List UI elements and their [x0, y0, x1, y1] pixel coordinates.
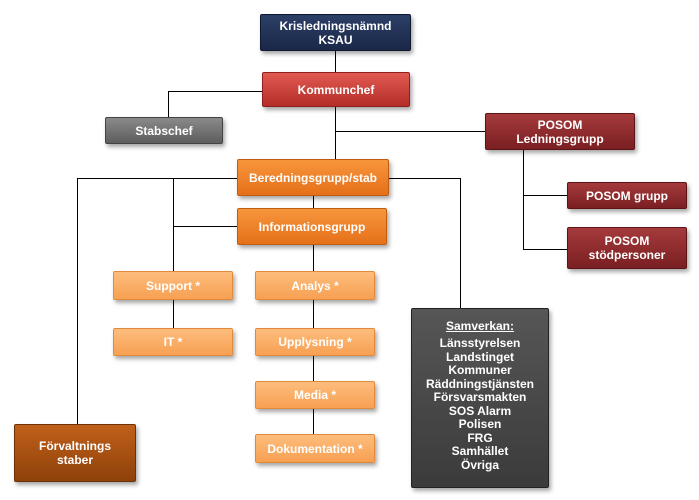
node-stabschef: Stabschef: [105, 117, 223, 144]
node-posom-stodpersoner-line2: stödpersoner: [588, 248, 666, 262]
node-posom-grupp: POSOM grupp: [567, 182, 687, 209]
connector-posom-ledning: [335, 131, 485, 132]
node-dokumentation-label: Dokumentation *: [267, 441, 363, 456]
node-upplysning-label: Upplysning *: [278, 335, 352, 349]
node-forvaltningsstaber: Förvaltnings staber: [14, 424, 136, 482]
node-dokumentation: Dokumentation *: [255, 434, 375, 463]
samverkan-item: Samhället: [451, 444, 509, 458]
node-media: Media *: [255, 381, 375, 409]
connector-forvaltning-vertical: [77, 178, 78, 424]
samverkan-title: Samverkan:: [445, 319, 515, 333]
node-stabschef-label: Stabschef: [135, 123, 193, 138]
node-kommunchef-label: Kommunchef: [297, 82, 375, 97]
node-posom-grupp-label: POSOM grupp: [586, 188, 668, 203]
node-support-label: Support *: [146, 278, 200, 293]
samverkan-item: Försvarsmakten: [433, 390, 527, 404]
samverkan-item: SOS Alarm: [448, 403, 512, 418]
connector-posom-stod: [523, 249, 567, 250]
connector-beredning-left: [77, 178, 237, 179]
samverkan-item: Länsstyrelsen: [439, 336, 521, 350]
node-support: Support *: [113, 271, 233, 300]
node-analys: Analys *: [255, 271, 375, 300]
node-forvaltningsstaber-line1: Förvaltnings: [38, 439, 111, 453]
connector-beredning-information: [313, 196, 314, 208]
samverkan-item: Kommuner: [448, 363, 512, 377]
node-forvaltningsstaber-line2: staber: [56, 453, 94, 467]
node-it: IT *: [113, 328, 233, 356]
node-beredningsgrupp: Beredningsgrupp/stab: [237, 159, 389, 196]
node-samverkan: Samverkan: Länsstyrelsen Landstinget Kom…: [411, 308, 549, 488]
connector-stabschef-horizontal: [168, 91, 262, 92]
node-informationsgrupp-label: Informationsgrupp: [258, 219, 366, 234]
samverkan-item: Polisen: [458, 417, 502, 431]
connector-posom-vertical: [523, 150, 524, 250]
node-posom-ledningsgrupp-line1: POSOM: [537, 117, 583, 132]
node-posom-stodpersoner: POSOM stödpersoner: [567, 227, 687, 269]
connector-posom-grupp: [523, 195, 567, 196]
connector-ksau-kommunchef: [335, 50, 336, 72]
samverkan-item: FRG: [467, 430, 493, 445]
connector-support-vertical: [173, 178, 174, 271]
node-posom-ledningsgrupp: POSOM Ledningsgrupp: [485, 113, 635, 150]
samverkan-item: Landstinget: [446, 349, 514, 364]
connector-information-analys: [313, 245, 314, 271]
node-beredningsgrupp-label: Beredningsgrupp/stab: [248, 170, 377, 185]
connector-beredning-right: [389, 178, 460, 179]
node-posom-ledningsgrupp-line2: Ledningsgrupp: [516, 131, 604, 146]
node-media-label: Media *: [293, 388, 336, 402]
connector-media-dokumentation: [313, 409, 314, 434]
connector-support-it: [173, 300, 174, 328]
node-kommunchef: Kommunchef: [262, 72, 410, 107]
node-it-label: IT *: [163, 335, 183, 349]
node-krisledningsnamnd-line1: Krisledningsnämnd: [279, 18, 392, 33]
connector-stabschef-vertical: [168, 91, 169, 118]
node-informationsgrupp: Informationsgrupp: [237, 208, 387, 245]
connector-samverkan-vertical: [460, 178, 461, 308]
node-posom-stodpersoner-line1: POSOM: [604, 234, 650, 248]
connector-upplysning-media: [313, 356, 314, 381]
connector-support-branch: [173, 226, 237, 227]
node-krisledningsnamnd: Krisledningsnämnd KSAU: [260, 14, 411, 51]
connector-analys-upplysning: [313, 300, 314, 328]
samverkan-item: Räddningstjänsten: [425, 376, 534, 391]
node-upplysning: Upplysning *: [255, 328, 375, 356]
samverkan-item: Övriga: [460, 457, 499, 472]
connector-kommunchef-beredning: [335, 106, 336, 159]
node-krisledningsnamnd-line2: KSAU: [318, 32, 353, 47]
node-analys-label: Analys *: [291, 278, 339, 293]
